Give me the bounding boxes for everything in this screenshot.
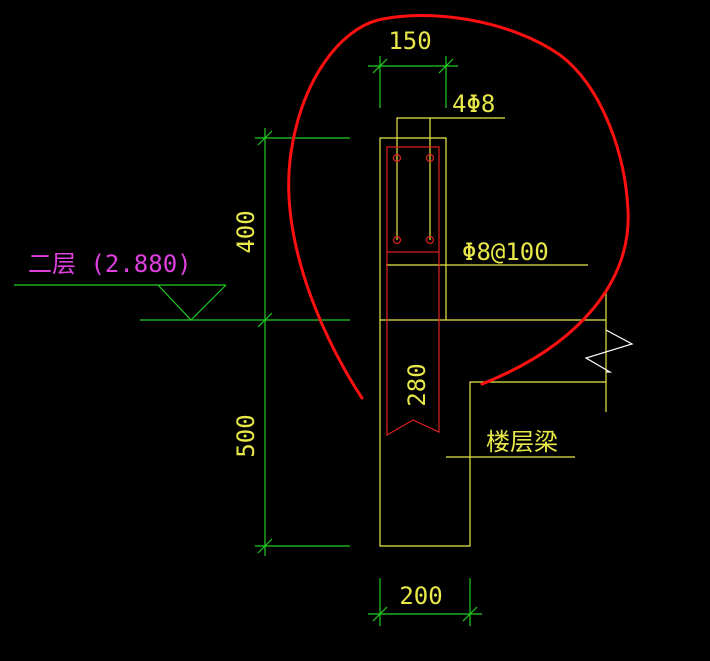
bar-dot-2	[425, 153, 435, 163]
dim-tick-top	[257, 130, 273, 146]
bar-dot-3	[392, 235, 402, 245]
break-symbol	[584, 329, 634, 373]
leader-4phi8	[396, 117, 505, 155]
dim-upper-text: 400	[232, 210, 260, 253]
longitudinal-bars-label: 4Φ8	[452, 90, 495, 118]
level-triangle	[157, 284, 227, 321]
dim-tick-mid	[257, 312, 273, 328]
rebar-group	[386, 146, 440, 437]
structure-outline	[379, 117, 607, 547]
dim-top-text: 150	[388, 27, 431, 55]
dim-top-tick-left	[372, 58, 388, 74]
dim-bottom-tick-left	[372, 606, 388, 622]
dimension-lines	[14, 56, 482, 626]
markup-circle	[287, 14, 630, 400]
dim-lower-text: 500	[232, 414, 260, 457]
dim-top-tick-right	[438, 58, 454, 74]
dim-tick-bottom	[257, 538, 273, 554]
level-label: 二层 (2.880)	[28, 250, 192, 278]
bar-dot-4	[425, 235, 435, 245]
floor-beam-label: 楼层梁	[486, 428, 558, 456]
dim-bottom-text: 200	[399, 582, 442, 610]
lower-column-outline	[379, 320, 606, 547]
stirrup-rect	[386, 146, 440, 253]
dim-bottom-tick-right	[462, 606, 478, 622]
upper-column-outline	[379, 137, 447, 320]
stirrups-label: Φ8@100	[462, 238, 549, 266]
bar-dot-1	[392, 153, 402, 163]
anchorage-bar	[386, 252, 440, 437]
anchorage-label: 280	[403, 363, 431, 406]
